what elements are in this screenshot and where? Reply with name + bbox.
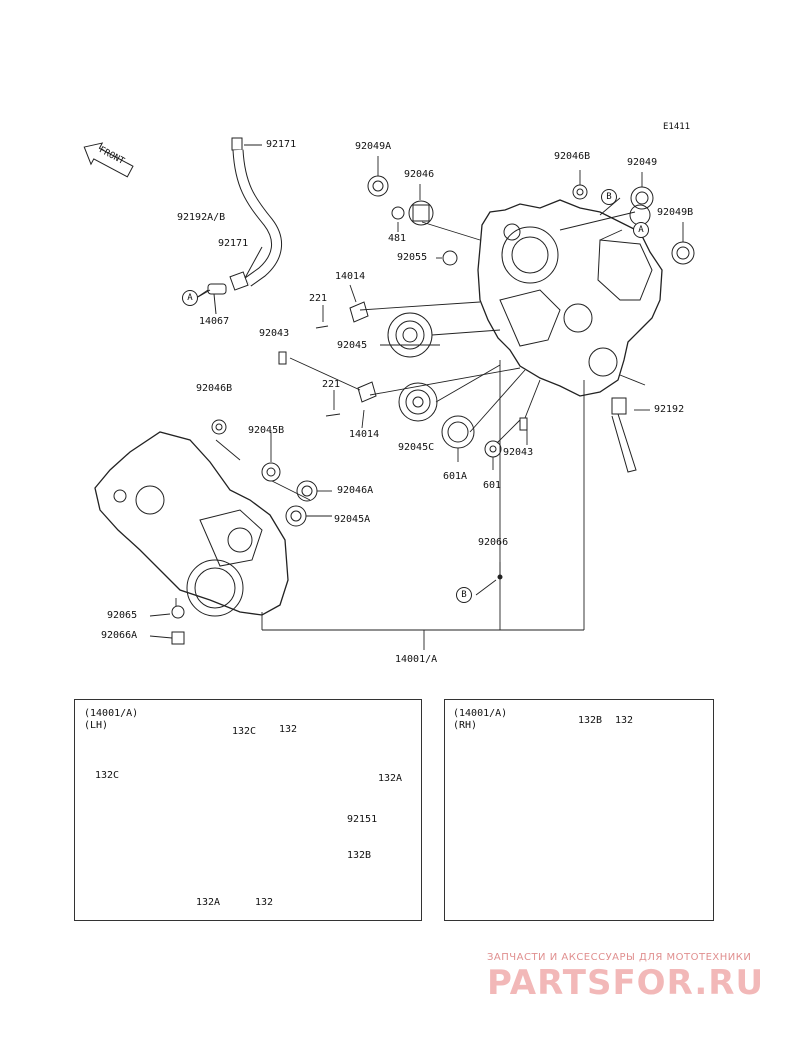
label-601[interactable]: 601 — [483, 480, 502, 491]
diagram-code: E1411 — [663, 122, 691, 132]
label-92043-left[interactable]: 92043 — [259, 328, 290, 339]
rh-label-132b[interactable]: 132B — [578, 715, 603, 726]
right-crankcase-half — [477, 199, 663, 397]
lh-label-132c-left[interactable]: 132C — [95, 770, 120, 781]
lh-label-92151[interactable]: 92151 — [347, 814, 378, 825]
breather-hose — [197, 137, 282, 315]
rh-label-132[interactable]: 132 — [615, 715, 634, 726]
callout-a-hose: A — [182, 290, 198, 306]
label-481[interactable]: 481 — [388, 233, 407, 244]
lh-detail-panel — [74, 699, 422, 921]
label-92046[interactable]: 92046 — [404, 169, 435, 180]
lh-panel-side: (LH) — [84, 720, 109, 731]
rh-panel-side: (RH) — [453, 720, 478, 731]
label-221-top[interactable]: 221 — [309, 293, 328, 304]
rh-panel-title: (14001/A) — [453, 708, 508, 719]
lh-panel-title: (14001/A) — [84, 708, 139, 719]
watermark-logo: PARTSFOR.RU — [487, 963, 765, 1003]
label-92192[interactable]: 92192 — [654, 404, 685, 415]
callout-b-top: B — [601, 189, 617, 205]
callout-b-bottom: B — [456, 587, 472, 603]
left-crankcase-half — [94, 431, 289, 617]
front-arrow-icon — [83, 142, 134, 178]
label-92171-top[interactable]: 92171 — [266, 139, 297, 150]
label-601a[interactable]: 601A — [443, 471, 468, 482]
lh-label-132b[interactable]: 132B — [347, 850, 372, 861]
label-92046b-left[interactable]: 92046B — [196, 383, 233, 394]
label-92192ab[interactable]: 92192A/B — [177, 212, 226, 223]
label-14014-top[interactable]: 14014 — [335, 271, 366, 282]
label-92045a[interactable]: 92045A — [334, 514, 371, 525]
label-92046b-top[interactable]: 92046B — [554, 151, 591, 162]
lh-label-132-top[interactable]: 132 — [279, 724, 298, 735]
lh-label-132a-bot[interactable]: 132A — [196, 897, 221, 908]
label-92045[interactable]: 92045 — [337, 340, 368, 351]
label-92046a[interactable]: 92046A — [337, 485, 374, 496]
label-92049b[interactable]: 92049B — [657, 207, 694, 218]
label-14014-bot[interactable]: 14014 — [349, 429, 380, 440]
lh-label-132c-top[interactable]: 132C — [232, 726, 257, 737]
label-92066a[interactable]: 92066A — [101, 630, 138, 641]
lh-label-132-bot[interactable]: 132 — [255, 897, 274, 908]
label-92171-mid[interactable]: 92171 — [218, 238, 249, 249]
label-92045b[interactable]: 92045B — [248, 425, 285, 436]
watermark-tagline: ЗАПЧАСТИ И АКСЕССУАРЫ ДЛЯ МОТОТЕХНИКИ — [487, 952, 752, 963]
label-92066[interactable]: 92066 — [478, 537, 509, 548]
label-221-bot[interactable]: 221 — [322, 379, 341, 390]
callout-a-case: A — [633, 222, 649, 238]
label-92049a[interactable]: 92049A — [355, 141, 392, 152]
label-14067[interactable]: 14067 — [199, 316, 230, 327]
label-92055[interactable]: 92055 — [397, 252, 428, 263]
label-14001a[interactable]: 14001/A — [395, 654, 438, 665]
label-92065[interactable]: 92065 — [107, 610, 138, 621]
label-92043-right[interactable]: 92043 — [503, 447, 534, 458]
lh-label-132a-right[interactable]: 132A — [378, 773, 403, 784]
label-92049[interactable]: 92049 — [627, 157, 658, 168]
leader-lines — [149, 156, 684, 650]
rh-detail-panel — [444, 699, 714, 921]
label-92045c[interactable]: 92045C — [398, 442, 435, 453]
